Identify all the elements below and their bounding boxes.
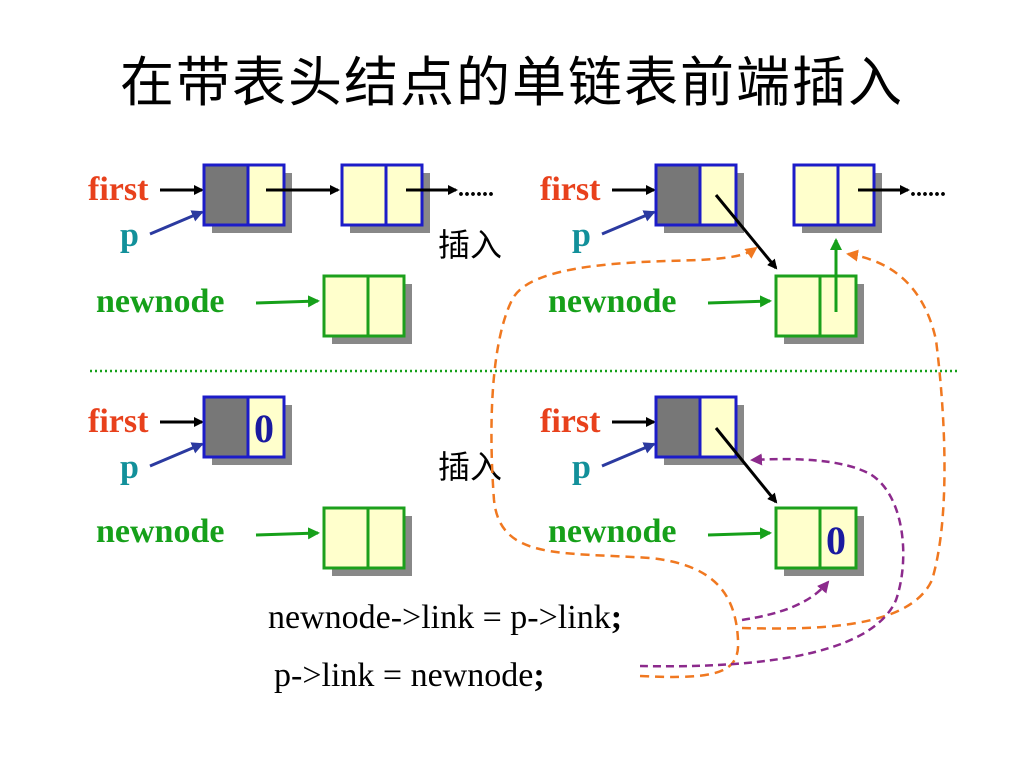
new-node-link-field xyxy=(366,274,406,338)
panel-top-left: first p ...... 插入 newnode xyxy=(88,163,502,344)
null-link-value: 0 xyxy=(254,406,274,451)
node-data-field xyxy=(340,163,388,227)
header-node xyxy=(654,163,744,233)
p-pointer-arrow xyxy=(601,442,656,468)
purple-dashed-arrow-line2 xyxy=(639,453,905,668)
newnode-pointer-arrow xyxy=(707,295,772,308)
new-node-link-field xyxy=(366,506,406,570)
newnode-label: newnode xyxy=(96,283,224,320)
header-link-field xyxy=(246,395,286,459)
p-label: p xyxy=(572,449,591,486)
header-to-newnode-arrow xyxy=(714,427,778,504)
new-node xyxy=(774,274,864,344)
new-node-link-field xyxy=(818,274,858,338)
header-data-field xyxy=(654,395,702,459)
header-node xyxy=(654,395,744,465)
p-label: p xyxy=(572,217,591,254)
first-label: first xyxy=(88,171,149,208)
newnode-label: newnode xyxy=(548,283,676,320)
first-label: first xyxy=(540,171,601,208)
code-line-1-terminator: ; xyxy=(611,599,622,636)
new-node-data-field xyxy=(774,274,822,338)
p-label: p xyxy=(120,449,139,486)
panel-bottom-right: first p newnode 0 xyxy=(540,395,864,576)
orange-dashed-arrow-line2 xyxy=(490,246,758,679)
new-node-data-field xyxy=(322,506,370,570)
null-link-value: 0 xyxy=(826,518,846,563)
p-pointer-arrow xyxy=(149,442,204,468)
continuation-dots: ...... xyxy=(458,176,494,202)
header-node xyxy=(202,163,292,233)
list-node xyxy=(340,163,430,233)
p-pointer-arrow xyxy=(601,210,656,236)
header-data-field xyxy=(654,163,702,227)
header-to-newnode-arrow xyxy=(714,194,778,270)
code-line-1-text: newnode->link = p->link xyxy=(268,599,611,636)
node-link-field xyxy=(384,163,424,227)
insert-label: 插入 xyxy=(438,226,502,264)
node-data-field xyxy=(792,163,840,227)
page-title: 在带表头结点的单链表前端插入 xyxy=(120,51,904,114)
first-label: first xyxy=(88,403,149,440)
header-node: 0 xyxy=(202,395,292,465)
panel-top-right: first p ...... newnode xyxy=(540,163,946,344)
newnode-label: newnode xyxy=(96,513,224,550)
code-line-1: newnode->link = p->link; xyxy=(268,599,622,636)
header-link-field xyxy=(246,163,286,227)
new-node xyxy=(322,506,412,576)
newnode-pointer-arrow xyxy=(255,527,320,540)
code-line-2-terminator: ; xyxy=(533,657,544,694)
header-data-field xyxy=(202,163,250,227)
list-node xyxy=(792,163,882,233)
code-line-2: p->link = newnode; xyxy=(274,657,545,694)
node-link-field xyxy=(836,163,876,227)
new-node: 0 xyxy=(774,506,864,576)
p-pointer-arrow xyxy=(149,210,204,236)
p-label: p xyxy=(120,217,139,254)
header-data-field xyxy=(202,395,250,459)
new-node-link-field xyxy=(818,506,858,570)
first-label: first xyxy=(540,403,601,440)
newnode-pointer-arrow xyxy=(707,527,772,540)
new-node-data-field xyxy=(774,506,822,570)
new-node xyxy=(322,274,412,344)
newnode-pointer-arrow xyxy=(255,295,320,308)
new-node-data-field xyxy=(322,274,370,338)
code-line-2-text: p->link = newnode xyxy=(274,657,533,694)
newnode-label: newnode xyxy=(548,513,676,550)
header-link-field xyxy=(698,163,738,227)
orange-dashed-arrow-line1 xyxy=(741,249,946,630)
purple-dashed-arrow-line1 xyxy=(741,580,830,622)
continuation-dots: ...... xyxy=(910,176,946,202)
panel-bottom-left: first p 0 插入 newnode xyxy=(88,395,502,576)
